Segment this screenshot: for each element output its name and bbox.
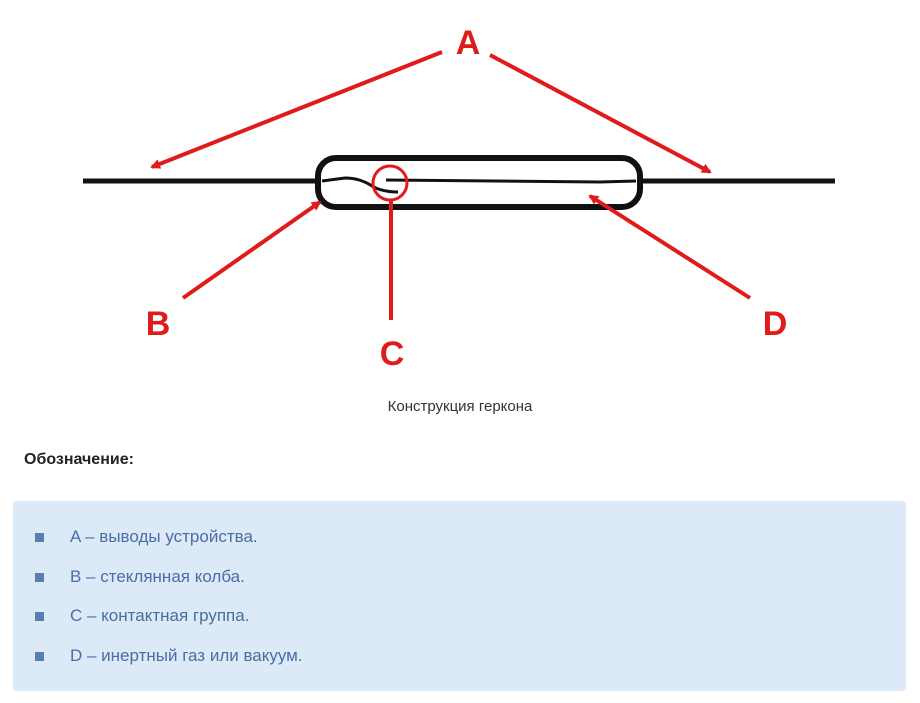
arrow-a-left — [150, 50, 443, 169]
list-item-text: A – выводы устройства. — [70, 527, 258, 546]
list-item: C – контактная группа. — [35, 605, 249, 627]
list-item: A – выводы устройства. — [35, 526, 258, 548]
arrow-a-right — [489, 53, 712, 174]
legend-list: A – выводы устройства. B – стеклянная ко… — [13, 501, 906, 691]
list-item-text: C – контактная группа. — [70, 606, 250, 625]
bullet-icon — [35, 611, 44, 621]
list-item: B – стеклянная колба. — [35, 566, 245, 588]
bullet-icon — [35, 651, 44, 661]
list-item-text: B – стеклянная колба. — [70, 567, 245, 586]
list-item-text: D – инертный газ или вакуум. — [70, 646, 303, 665]
arrow-b — [181, 200, 322, 300]
label-a: A — [456, 24, 481, 62]
bullet-icon — [35, 572, 44, 582]
label-b: B — [146, 305, 171, 343]
arrow-d — [588, 194, 752, 300]
list-item: D – инертный газ или вакуум. — [35, 645, 303, 667]
bullet-icon — [35, 532, 44, 542]
figure-caption: Конструкция геркона — [387, 398, 533, 415]
contact-reed-right — [385, 178, 637, 184]
label-c: C — [380, 335, 405, 373]
legend-heading: Обозначение: — [24, 451, 134, 468]
reed-switch-diagram: A B C D — [83, 24, 835, 373]
glass-bulb — [315, 155, 643, 210]
label-d: D — [763, 305, 788, 343]
